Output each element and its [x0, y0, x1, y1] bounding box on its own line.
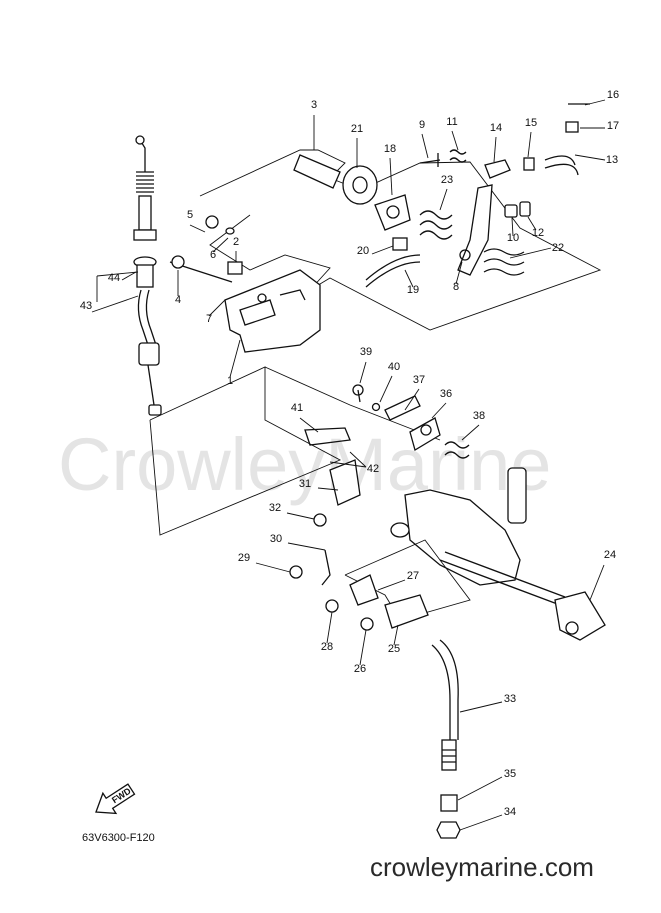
- callout-12: 12: [532, 227, 544, 239]
- middle-linkage-parts: [304, 384, 470, 527]
- callout-37: 37: [413, 374, 425, 386]
- callout-25: 25: [388, 643, 400, 655]
- shift-rod: [431, 639, 461, 839]
- callout-29: 29: [238, 552, 250, 564]
- callout-2: 2: [233, 236, 239, 248]
- callout-33: 33: [504, 693, 516, 705]
- callout-30: 30: [270, 533, 282, 545]
- callout-26: 26: [354, 663, 366, 675]
- bracket-assembly: [169, 215, 321, 353]
- lower-linkage-parts: [289, 549, 429, 631]
- lower-assembly-frame: [344, 539, 471, 621]
- callout-18: 18: [384, 143, 396, 155]
- callout-13: 13: [606, 154, 618, 166]
- callout-35: 35: [504, 768, 516, 780]
- upper-assembly-frame: [199, 149, 602, 331]
- callout-8: 8: [453, 281, 459, 293]
- shift-housing: [390, 467, 606, 641]
- callout-24: 24: [604, 549, 616, 561]
- callout-16: 16: [607, 89, 619, 101]
- middle-frame-right: [264, 366, 441, 441]
- callout-42: 42: [367, 463, 379, 475]
- upper-linkage-parts: [293, 103, 590, 288]
- callout-9: 9: [419, 119, 425, 131]
- callout-31: 31: [299, 478, 311, 490]
- callout-15: 15: [525, 117, 537, 129]
- throttle-cable: [133, 135, 162, 416]
- callout-27: 27: [407, 570, 419, 582]
- callout-3: 3: [311, 99, 317, 111]
- callout-21: 21: [351, 123, 363, 135]
- fwd-arrow: FWD: [95, 783, 136, 815]
- callout-7: 7: [206, 313, 212, 325]
- callout-20: 20: [357, 245, 369, 257]
- callout-23: 23: [441, 174, 453, 186]
- callout-5: 5: [187, 209, 193, 221]
- callout-28: 28: [321, 641, 333, 653]
- callout-17: 17: [607, 120, 619, 132]
- callout-14: 14: [490, 122, 502, 134]
- callout-6: 6: [210, 249, 216, 261]
- callout-19: 19: [407, 284, 419, 296]
- callout-36: 36: [440, 388, 452, 400]
- callout-22: 22: [552, 242, 564, 254]
- middle-assembly-frame: [149, 366, 342, 536]
- callout-43: 43: [80, 300, 92, 312]
- callout-11: 11: [446, 116, 457, 128]
- callout-38: 38: [473, 410, 485, 422]
- diagram-code: 63V6300-F120: [82, 832, 155, 844]
- footer-url[interactable]: crowleymarine.com: [370, 852, 594, 882]
- watermark: CrowleyMarine: [58, 423, 551, 506]
- leader-lines: [91, 99, 606, 831]
- callout-10: 10: [507, 232, 519, 244]
- callout-40: 40: [388, 361, 400, 373]
- callout-4: 4: [175, 294, 181, 306]
- callout-44: 44: [108, 272, 120, 284]
- callout-34: 34: [504, 806, 516, 818]
- callout-41: 41: [291, 402, 303, 414]
- callout-39: 39: [360, 346, 372, 358]
- callout-1: 1: [227, 375, 233, 387]
- callout-32: 32: [269, 502, 281, 514]
